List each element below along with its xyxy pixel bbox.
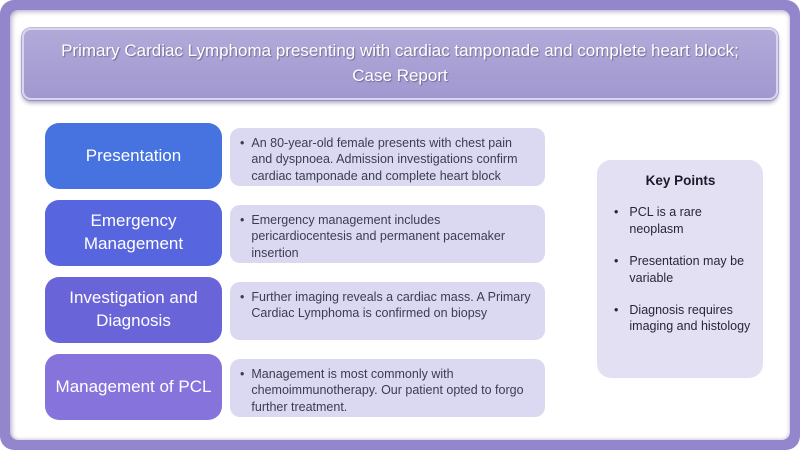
stage-description-emergency-management: • Emergency management includes pericard…	[230, 205, 545, 263]
bullet-icon: •	[240, 213, 245, 227]
title-banner: Primary Cardiac Lymphoma presenting with…	[22, 28, 778, 100]
stage-label-emergency-management: Emergency Management	[45, 200, 222, 266]
page-title: Primary Cardiac Lymphoma presenting with…	[61, 41, 739, 61]
key-point-text: PCL is a rare neoplasm	[629, 205, 702, 236]
stage-label-text: Presentation	[85, 145, 182, 165]
stages-list: Presentation • An 80-year-old female pre…	[45, 123, 545, 431]
bullet-icon: •	[614, 205, 619, 219]
stage-label-investigation-diagnosis: Investigation and Diagnosis	[45, 277, 222, 343]
bullet-icon: •	[614, 253, 619, 268]
stage-description-management-pcl: • Management is most commonly with chemo…	[230, 359, 545, 417]
key-point-item: • Diagnosis requires imaging and histolo…	[610, 302, 751, 336]
key-points-heading: Key Points	[645, 173, 716, 188]
content-area: Primary Cardiac Lymphoma presenting with…	[10, 10, 790, 440]
key-points-panel: Key Points • PCL is a rare neoplasm • Pr…	[597, 160, 763, 378]
stage-label-management-pcl: Management of PCL	[45, 354, 222, 420]
stage-label-text: Emergency Management	[83, 211, 184, 253]
page-subtitle: Case Report	[352, 66, 448, 85]
stage-description-investigation-diagnosis: • Further imaging reveals a cardiac mass…	[230, 282, 545, 340]
stage-description-text: Management is most commonly with chemoim…	[251, 367, 524, 414]
key-point-item: • Presentation may be variable	[610, 253, 751, 287]
stage-label-text: Investigation and Diagnosis	[69, 288, 198, 330]
row-management-pcl: Management of PCL • Management is most c…	[45, 354, 545, 420]
row-investigation-diagnosis: Investigation and Diagnosis • Further im…	[45, 277, 545, 343]
stage-label-presentation: Presentation	[45, 123, 222, 189]
stage-description-text: An 80-year-old female presents with ches…	[251, 136, 518, 183]
key-point-text: Presentation may be variable	[629, 253, 745, 285]
bullet-icon: •	[240, 136, 245, 150]
stage-description-text: Further imaging reveals a cardiac mass. …	[251, 290, 531, 321]
key-point-item: • PCL is a rare neoplasm	[610, 204, 751, 238]
row-emergency-management: Emergency Management • Emergency managem…	[45, 200, 545, 266]
stage-description-text: Emergency management includes pericardio…	[251, 213, 506, 260]
stage-label-text: Management of PCL	[55, 376, 212, 396]
bullet-icon: •	[240, 367, 245, 381]
bullet-icon: •	[614, 302, 619, 317]
key-point-text: Diagnosis requires imaging and histology	[629, 302, 751, 334]
stage-description-presentation: • An 80-year-old female presents with ch…	[230, 128, 545, 186]
bullet-icon: •	[240, 290, 245, 304]
row-presentation: Presentation • An 80-year-old female pre…	[45, 123, 545, 189]
